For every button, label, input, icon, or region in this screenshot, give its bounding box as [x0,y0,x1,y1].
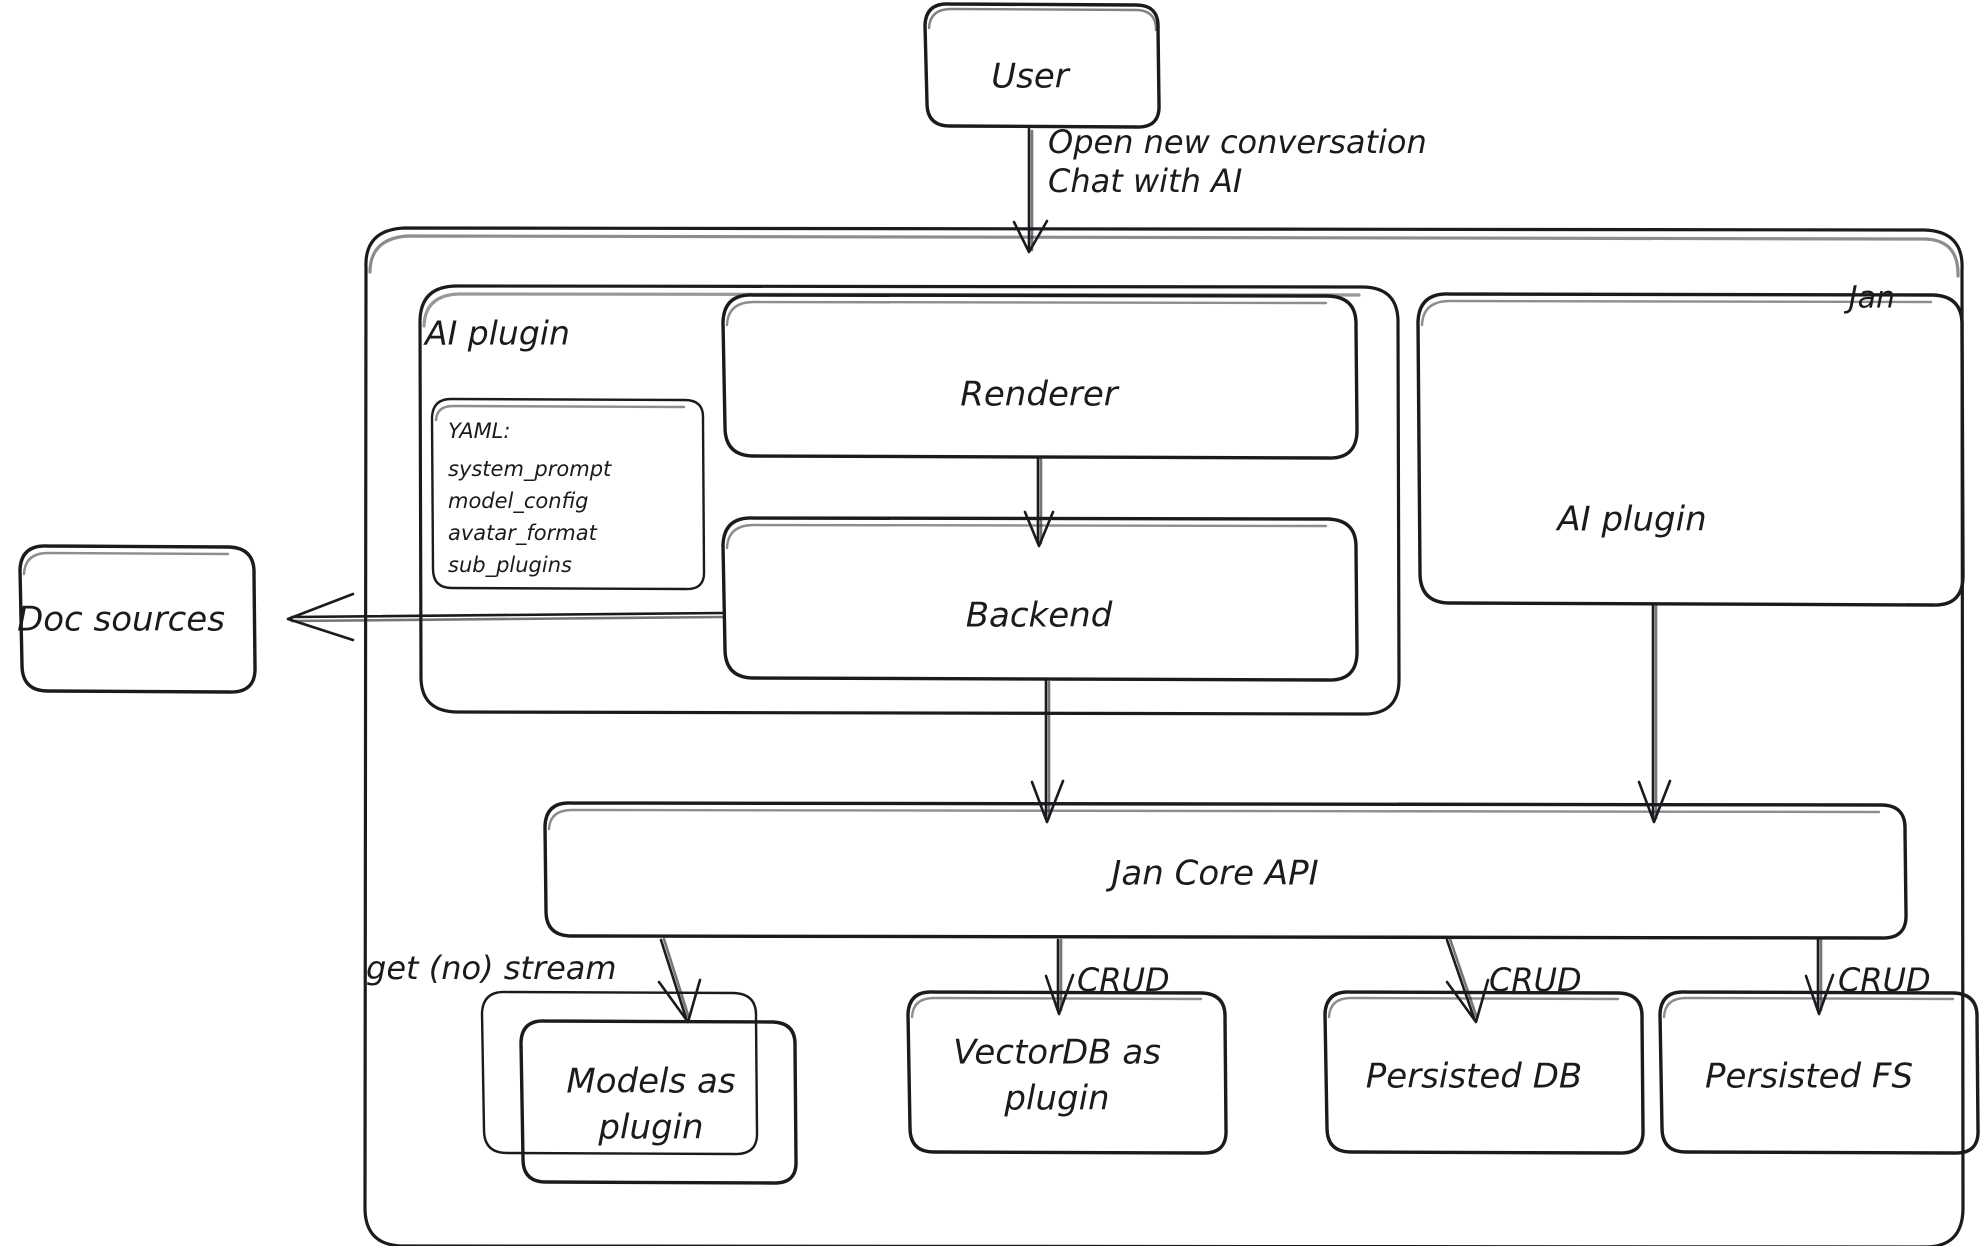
node-label-renderer: Renderer [960,375,1119,415]
yaml-item-avatar-format: avatar_format [448,521,598,546]
group-label-jan: Jan [1844,281,1895,316]
yaml-header: YAML: [448,419,510,443]
node-label-ai-plugin-right: AI plugin [1555,500,1706,540]
node-models-as-plugin[interactable] [480,990,798,1185]
node-label-backend: Backend [966,596,1113,636]
edge-backend-to-doc-sources [286,592,724,642]
node-backend[interactable] [721,516,1359,682]
yaml-item-model-config: model_config [448,489,589,514]
node-jan-core-api[interactable] [543,801,1908,940]
node-label-models-as-plugin-line1: Models as [566,1062,735,1102]
node-label-jan-core-api: Jan Core API [1105,854,1318,894]
edge-label-chat-with-ai: Chat with AI [1048,162,1242,200]
node-vectordb-as-plugin[interactable] [906,990,1228,1155]
node-label-models-as-plugin-line2: plugin [597,1108,703,1148]
edge-backend-to-core [1030,678,1065,824]
node-renderer[interactable] [721,293,1359,460]
node-user[interactable] [923,2,1161,129]
node-yaml-config[interactable] [430,397,706,591]
node-label-user: User [991,57,1071,97]
edge-ai-plugin-to-core [1637,602,1672,824]
node-persisted-fs[interactable] [1658,990,1980,1155]
edge-user-to-renderer [1012,127,1049,254]
group-jan [363,226,1965,1246]
edge-renderer-to-backend [1023,455,1055,548]
node-label-doc-sources: Doc sources [17,600,225,640]
group-label-ai-plugin: AI plugin [423,314,570,353]
node-ai-plugin-right[interactable] [1416,292,1965,607]
edge-label-open-new-conversation: Open new conversation [1048,123,1427,161]
node-doc-sources[interactable] [18,544,257,694]
edge-core-to-persisted-db [1445,937,1490,1024]
yaml-item-system-prompt: system_prompt [448,457,612,482]
edge-core-to-models [657,937,702,1024]
edge-label-get-no-stream: get (no) stream [366,949,617,987]
yaml-item-sub-plugins: sub_plugins [448,553,572,578]
node-persisted-db[interactable] [1323,990,1645,1155]
node-label-vectordb-as-plugin-line2: plugin [1003,1079,1109,1119]
group-ai-plugin [418,284,1401,716]
node-label-persisted-db: Persisted DB [1366,1057,1582,1097]
edge-core-to-persisted-fs [1804,938,1835,1016]
edge-core-to-vectordb [1044,938,1075,1016]
node-label-vectordb-as-plugin-line1: VectorDB as [953,1033,1161,1073]
node-label-persisted-fs: Persisted FS [1705,1057,1913,1097]
